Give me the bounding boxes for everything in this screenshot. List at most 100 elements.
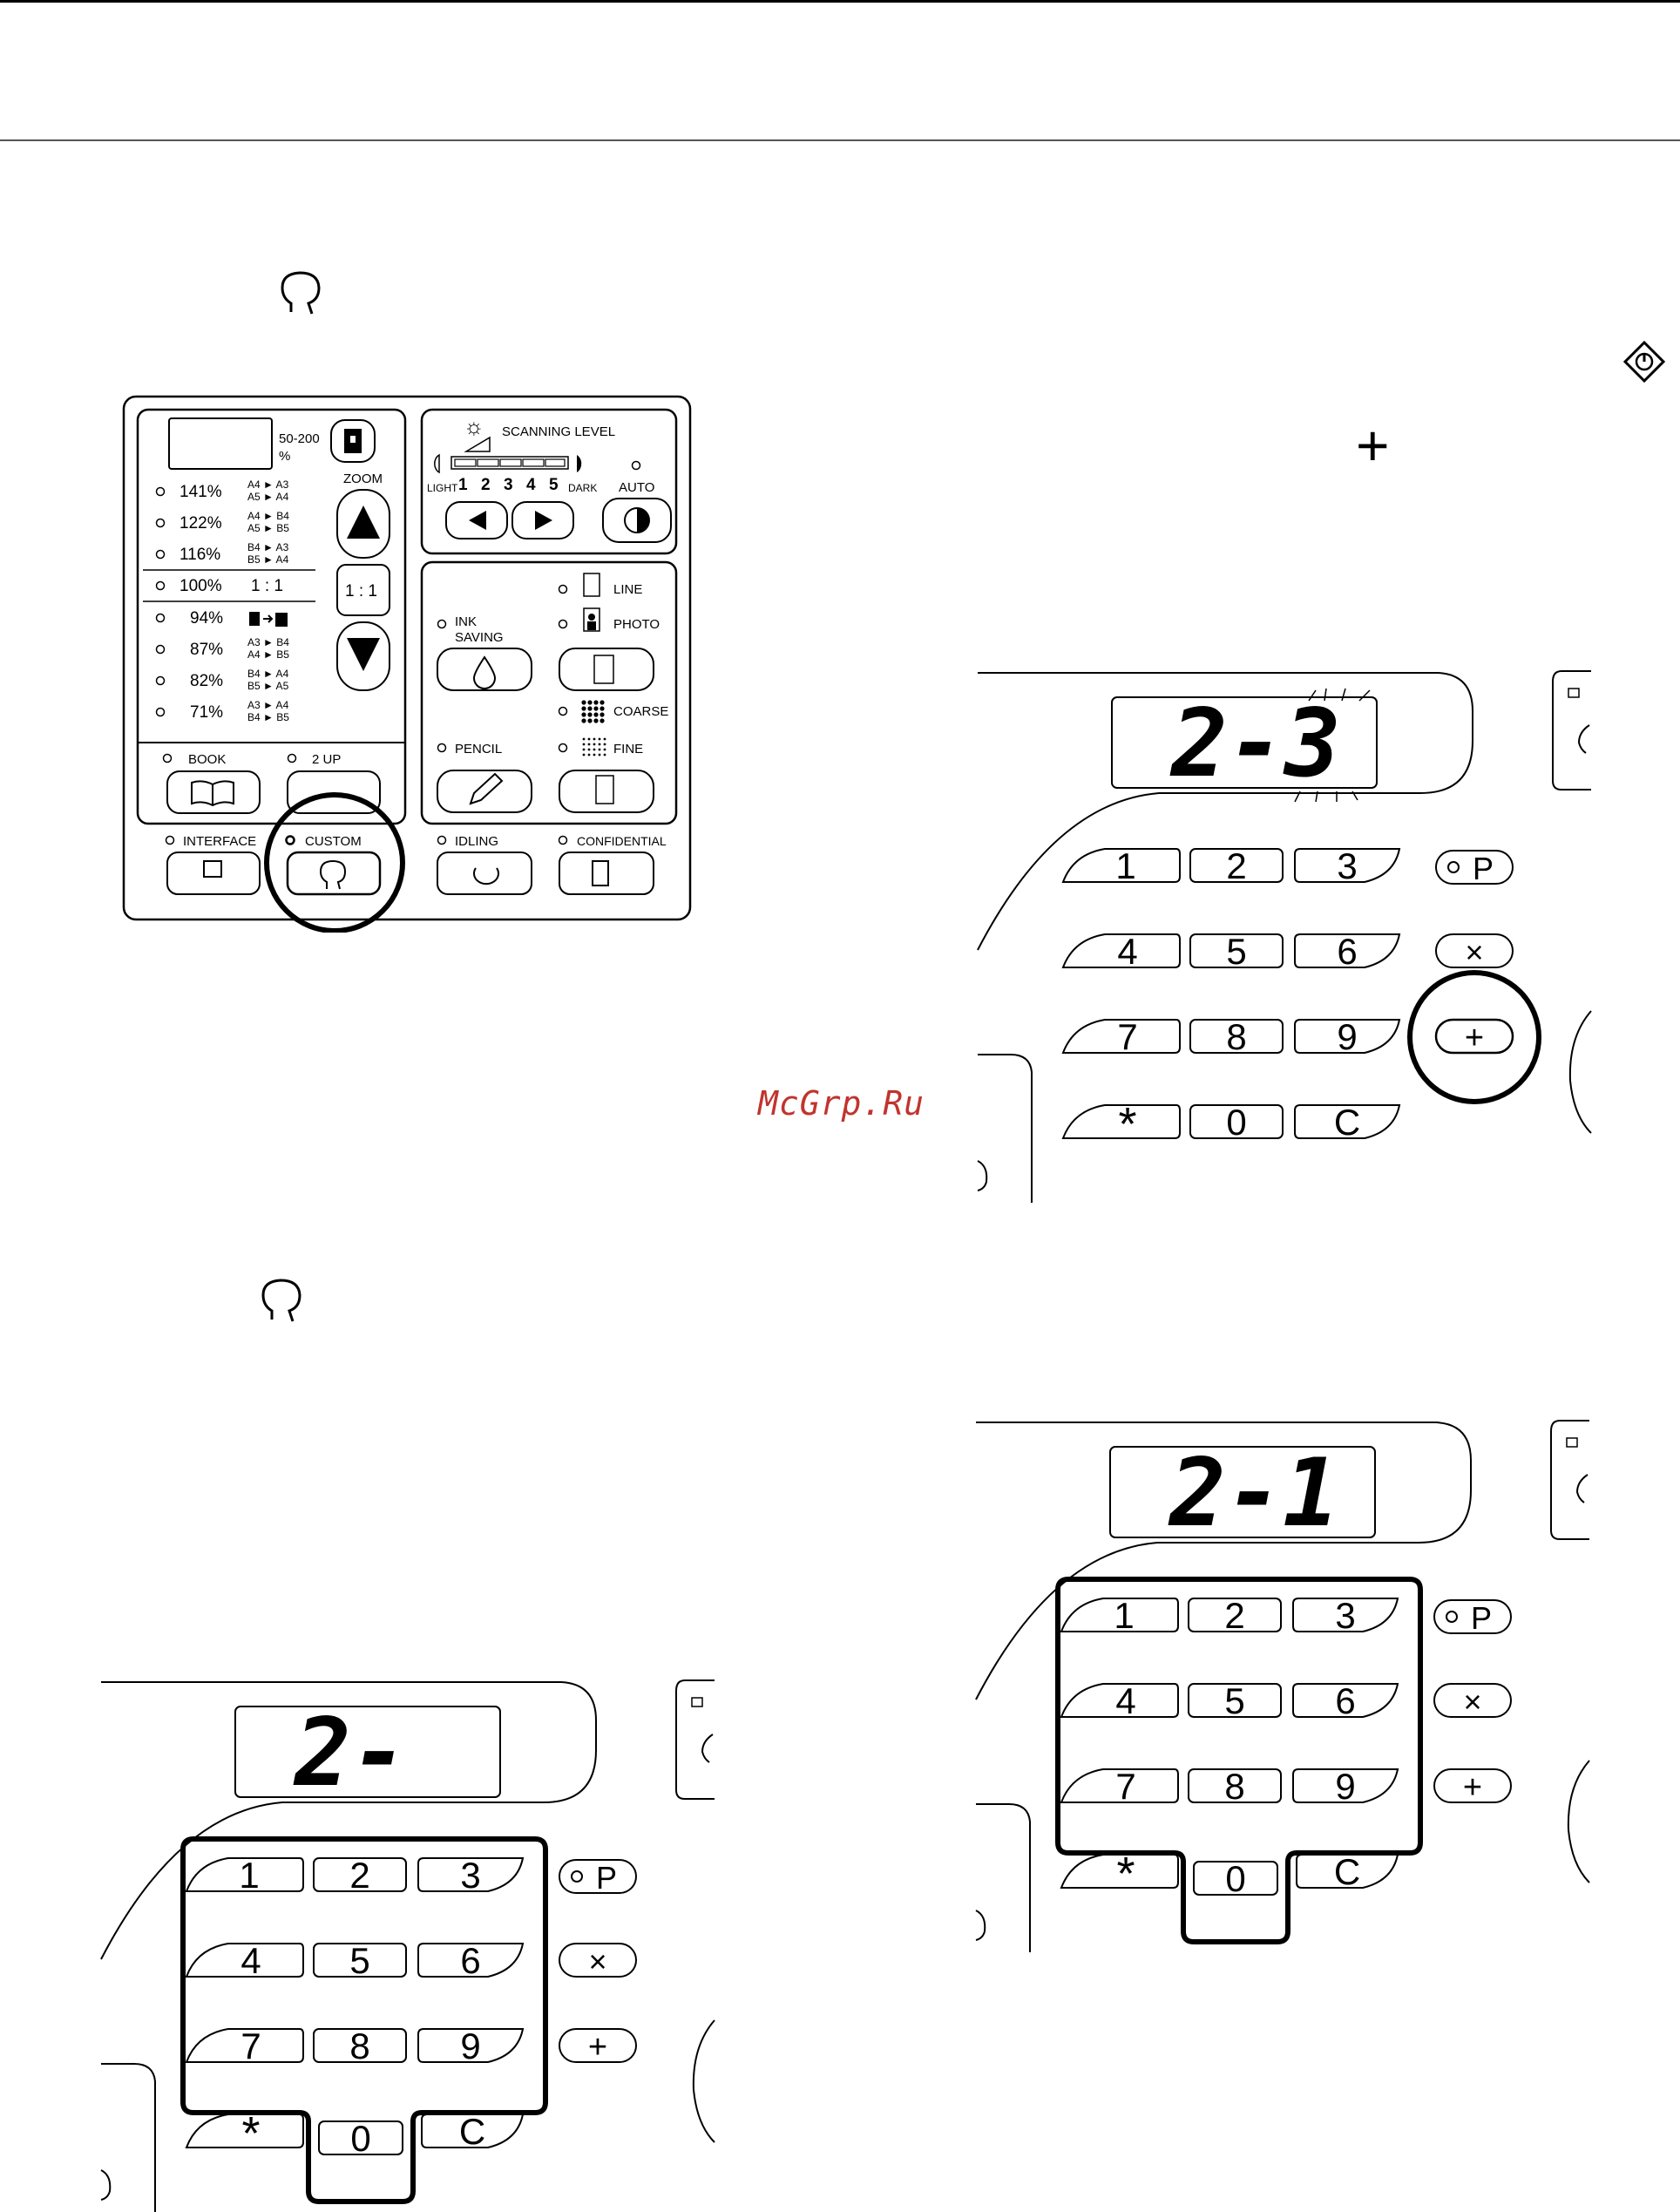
key-8[interactable]: [1189, 1019, 1284, 1054]
custom-label: CUSTOM: [305, 834, 362, 849]
key-c[interactable]: [421, 2114, 525, 2148]
key-0[interactable]: [1189, 1104, 1284, 1139]
svg-text:4: 4: [526, 476, 536, 494]
svg-text:B4 ► B5: B4 ► B5: [247, 711, 289, 723]
svg-text:+: +: [1463, 1769, 1482, 1806]
ink-saving-button[interactable]: [437, 648, 532, 691]
key-4[interactable]: [1061, 933, 1181, 968]
key-2[interactable]: [1189, 848, 1284, 883]
coarse-label: COARSE: [613, 704, 668, 719]
svg-text:C: C: [1334, 1102, 1360, 1143]
zoom-down-button[interactable]: [336, 621, 390, 691]
key-1[interactable]: [185, 1857, 304, 1892]
key-times[interactable]: [559, 1943, 637, 1978]
ratio-one-button[interactable]: [336, 564, 390, 616]
svg-text:3: 3: [1337, 845, 1357, 886]
key-1[interactable]: [1060, 1598, 1179, 1632]
idling-label: IDLING: [455, 834, 498, 849]
blink-marks: [1294, 688, 1371, 803]
svg-text:C: C: [459, 2111, 485, 2152]
book-button[interactable]: [166, 770, 261, 814]
key-5[interactable]: [313, 1943, 407, 1978]
display-window: [1109, 1446, 1376, 1538]
key-p[interactable]: [1435, 850, 1514, 885]
key-0[interactable]: [318, 2120, 403, 2155]
paper-size-button[interactable]: [330, 419, 376, 463]
key-9[interactable]: [1294, 1019, 1401, 1054]
key-2[interactable]: [1188, 1598, 1282, 1632]
ratio-pct: 141%: [180, 483, 222, 501]
fine-label: FINE: [613, 742, 643, 757]
ratio-pct: 94%: [190, 609, 223, 628]
key-7[interactable]: [1060, 1768, 1179, 1803]
svg-text:9: 9: [1337, 1016, 1357, 1057]
level-left-button[interactable]: [445, 501, 508, 539]
svg-text:4: 4: [1115, 1680, 1135, 1721]
custom-button[interactable]: [286, 851, 382, 896]
svg-text:1: 1: [239, 1855, 259, 1896]
svg-text:0: 0: [1225, 1858, 1245, 1899]
key-star[interactable]: [185, 2114, 304, 2148]
key-plus[interactable]: [1433, 1768, 1512, 1803]
svg-text:6: 6: [1337, 931, 1357, 972]
key-2[interactable]: [313, 1857, 407, 1892]
confidential-button[interactable]: [559, 852, 654, 895]
svg-text:B4 ► A3: B4 ► A3: [247, 541, 289, 553]
key-times[interactable]: [1433, 1683, 1512, 1718]
key-9[interactable]: [1292, 1768, 1399, 1803]
dot-screen-button[interactable]: [559, 770, 654, 813]
pencil-icon: [469, 772, 504, 805]
key-c[interactable]: [1296, 1854, 1399, 1889]
svg-text:×: ×: [1465, 934, 1483, 970]
two-up-button[interactable]: [287, 770, 381, 814]
arrow-left-icon: [469, 511, 486, 530]
key-4[interactable]: [185, 1943, 304, 1978]
key-9[interactable]: [417, 2028, 525, 2063]
key-6[interactable]: [417, 1943, 525, 1978]
key-5[interactable]: [1189, 933, 1284, 968]
key-6[interactable]: [1292, 1683, 1399, 1718]
key-3[interactable]: [1292, 1598, 1399, 1632]
zoom-up-button[interactable]: [336, 489, 390, 559]
ratio-pct: 82%: [190, 672, 223, 690]
custom-highlight-circle: [264, 792, 405, 933]
display-readout: 2-1: [1168, 1439, 1339, 1548]
auto-button[interactable]: [602, 498, 672, 543]
key-times[interactable]: [1435, 933, 1514, 968]
key-p[interactable]: [1433, 1599, 1512, 1634]
svg-text:*: *: [241, 2107, 260, 2160]
svg-text:×: ×: [1463, 1684, 1481, 1720]
triangle-up-icon: [347, 506, 380, 539]
interface-button[interactable]: [166, 852, 261, 895]
key-3[interactable]: [1294, 848, 1401, 883]
key-7[interactable]: [1061, 1019, 1181, 1054]
line-photo-button[interactable]: [559, 648, 654, 691]
ratio-pct: 116%: [180, 546, 220, 564]
key-star[interactable]: [1061, 1104, 1181, 1139]
key-plus[interactable]: [559, 2028, 637, 2063]
ratio-pct: 100%: [180, 577, 222, 595]
svg-text:A4 ► B5: A4 ► B5: [247, 648, 289, 661]
key-6[interactable]: [1294, 933, 1401, 968]
svg-text:9: 9: [460, 2025, 480, 2066]
book-icon: [191, 780, 234, 807]
level-right-button[interactable]: [511, 501, 574, 539]
key-7[interactable]: [185, 2028, 304, 2063]
ratio-pct: 122%: [180, 514, 222, 533]
key-1[interactable]: [1061, 848, 1181, 883]
key-4[interactable]: [1060, 1683, 1179, 1718]
key-8[interactable]: [313, 2028, 407, 2063]
idling-button[interactable]: [437, 852, 532, 895]
key-3[interactable]: [417, 1857, 525, 1892]
key-plus[interactable]: [1434, 1018, 1514, 1055]
display-readout: 2-: [293, 1699, 408, 1808]
key-5[interactable]: [1188, 1683, 1282, 1718]
key-0[interactable]: [1193, 1861, 1278, 1896]
pencil-button[interactable]: [437, 770, 532, 813]
key-p[interactable]: [559, 1859, 637, 1894]
key-star[interactable]: [1060, 1854, 1179, 1889]
key-8[interactable]: [1188, 1768, 1282, 1803]
level-bar: [450, 456, 569, 470]
key-c[interactable]: [1294, 1104, 1401, 1139]
svg-text:4: 4: [240, 1940, 261, 1981]
